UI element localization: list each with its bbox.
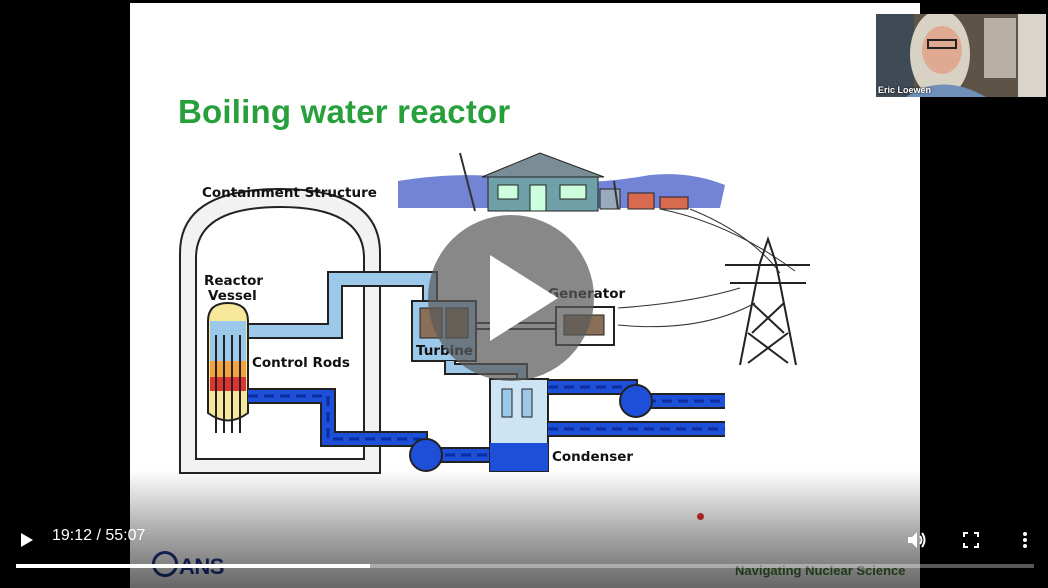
label-containment: Containment Structure bbox=[202, 185, 377, 201]
speaker-video-frame bbox=[876, 14, 1046, 97]
slide-title: Boiling water reactor bbox=[178, 93, 511, 130]
speaker-name: Eric Loewen bbox=[878, 85, 932, 95]
label-reactor-line1: Reactor bbox=[204, 273, 263, 289]
label-reactor-line2: Vessel bbox=[208, 288, 257, 304]
label-condenser: Condenser bbox=[552, 449, 633, 465]
label-control-rods: Control Rods bbox=[252, 355, 350, 371]
progress-fill bbox=[16, 564, 371, 568]
big-play-icon bbox=[490, 255, 558, 341]
speaker-webcam: Eric Loewen bbox=[876, 14, 1046, 97]
big-play-button[interactable] bbox=[428, 215, 594, 381]
reactor-vessel bbox=[207, 301, 249, 433]
house-icon bbox=[459, 152, 689, 212]
progress-bar[interactable] bbox=[16, 564, 1034, 568]
fullscreen-icon bbox=[963, 532, 979, 548]
more-vert-icon bbox=[1023, 532, 1027, 548]
more-options-button[interactable] bbox=[1013, 528, 1037, 552]
containment-structure bbox=[179, 187, 381, 474]
fullscreen-button[interactable] bbox=[959, 528, 983, 552]
play-button[interactable] bbox=[14, 528, 38, 552]
player-controls: 19:12 / 55:07 bbox=[0, 520, 1048, 560]
transmission-tower-icon bbox=[725, 235, 810, 366]
condenser bbox=[489, 378, 549, 472]
volume-icon bbox=[908, 532, 926, 548]
time-display: 19:12 / 55:07 bbox=[52, 527, 146, 544]
play-icon bbox=[21, 533, 33, 547]
volume-button[interactable] bbox=[905, 528, 929, 552]
bwr-diagram: Containment Structure Reactor Vessel Con… bbox=[179, 152, 810, 474]
